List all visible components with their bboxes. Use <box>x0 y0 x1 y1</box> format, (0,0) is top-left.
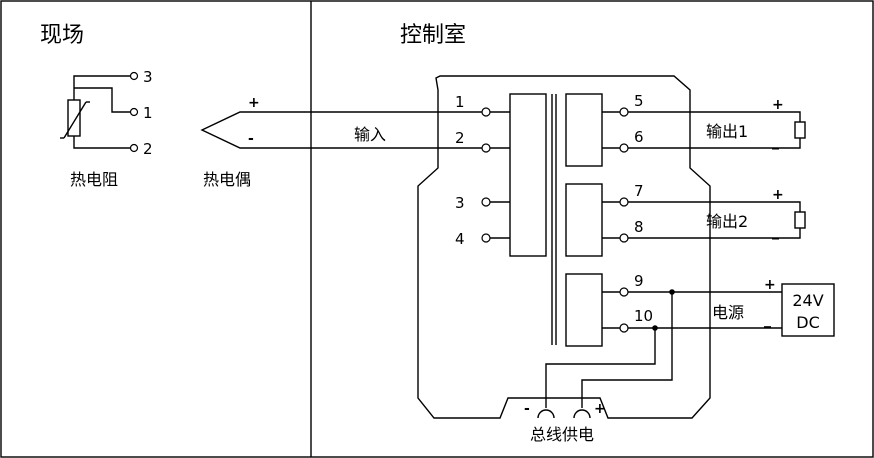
control-room-section-title: 控制室 <box>400 23 466 48</box>
thermocouple-minus: - <box>248 131 254 147</box>
bus-minus: - <box>524 401 530 417</box>
power-source-type: DC <box>796 313 820 332</box>
rtd-pin-3-label: 3 <box>143 68 153 86</box>
rtd-pin-2-label: 2 <box>143 140 153 158</box>
output1-plus: + <box>772 97 784 113</box>
thermocouple-label: 热电偶 <box>203 170 251 189</box>
bus-minus-connector <box>537 409 555 419</box>
terminal-5-label: 5 <box>634 92 644 110</box>
thermocouple-plus: + <box>248 95 260 111</box>
thermocouple-symbol <box>200 111 486 149</box>
rtd-pin-1-label: 1 <box>143 104 153 122</box>
module-housing <box>417 75 711 419</box>
terminal-3 <box>481 197 491 207</box>
terminal-6 <box>619 143 629 153</box>
output2-minus: _ <box>772 224 779 240</box>
input-label: 输入 <box>354 125 386 144</box>
output1-minus: _ <box>772 134 779 150</box>
bus-plus: + <box>594 401 606 417</box>
power-plus: + <box>764 277 776 293</box>
terminal-9 <box>619 287 629 297</box>
output2-plus: + <box>772 187 784 203</box>
terminal-1 <box>481 107 491 117</box>
bus-minus-wire <box>545 328 656 408</box>
terminal-2 <box>481 143 491 153</box>
power-minus: _ <box>764 312 771 328</box>
bus-plus-connector <box>573 409 591 419</box>
terminal-3-label: 3 <box>455 194 465 212</box>
terminal-1-label: 1 <box>455 93 465 111</box>
output2-load-resistor <box>794 211 806 229</box>
power-block <box>565 273 603 347</box>
terminal-10-label: 10 <box>634 307 653 325</box>
terminal-4 <box>481 233 491 243</box>
output1-load-resistor <box>794 121 806 139</box>
bus-plus-wire <box>581 292 673 408</box>
output2-label: 输出2 <box>706 212 748 231</box>
terminal-4-label: 4 <box>455 230 465 248</box>
input-block <box>509 93 547 257</box>
output1-block <box>565 93 603 167</box>
terminal-10 <box>619 323 629 333</box>
rtd-diagonal <box>63 101 87 139</box>
power-source-box <box>781 283 835 337</box>
rtd-pin-1-terminal <box>129 107 139 117</box>
rtd-pin-2-terminal <box>129 143 139 153</box>
terminal-7-label: 7 <box>634 182 644 200</box>
rtd-resistor <box>67 99 81 137</box>
bus-power-label: 总线供电 <box>530 425 594 444</box>
rtd-symbol: 3 1 2 <box>60 68 153 158</box>
terminal-6-label: 6 <box>634 128 644 146</box>
rtd-pin-3-terminal <box>129 71 139 81</box>
terminal-7 <box>619 197 629 207</box>
thermocouple-wires <box>200 111 486 149</box>
output1-label: 输出1 <box>706 122 748 141</box>
terminal-8 <box>619 233 629 243</box>
rtd-label: 热电阻 <box>70 170 118 189</box>
field-section-title: 现场 <box>40 23 84 48</box>
power-label: 电源 <box>712 303 744 322</box>
output2-block <box>565 183 603 257</box>
terminal-5 <box>619 107 629 117</box>
terminal-9-label: 9 <box>634 272 644 290</box>
terminal-8-label: 8 <box>634 218 644 236</box>
power-source-voltage: 24V <box>792 291 823 310</box>
terminal-2-label: 2 <box>455 129 465 147</box>
